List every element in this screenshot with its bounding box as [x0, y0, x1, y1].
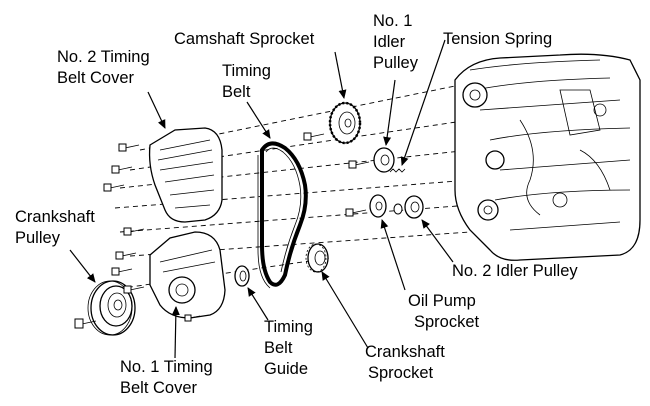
label-no1-belt-cover-line2: Belt Cover: [120, 379, 198, 397]
label-crankshaft-pulley-line1: Crankshaft: [15, 208, 95, 226]
bolts: [74, 132, 370, 329]
no2-idler-pulley: [393, 195, 424, 219]
label-crankshaft-sprocket-line2: Sprocket: [368, 364, 434, 382]
no2-timing-belt-cover: [148, 127, 223, 223]
crankshaft-sprocket: [305, 243, 329, 273]
label-no2-idler-pulley: No. 2 Idler Pulley: [452, 262, 578, 280]
label-crankshaft-pulley-line2: Pulley: [15, 229, 61, 247]
timing-belt-guide: [234, 265, 250, 287]
label-no1-idler-pulley-line2: Idler: [373, 33, 406, 51]
label-tension-spring: Tension Spring: [443, 30, 552, 48]
camshaft-sprocket: [328, 101, 362, 145]
label-oil-pump-sprocket-line2: Sprocket: [414, 313, 480, 331]
crankshaft-pulley: [87, 280, 136, 336]
label-crankshaft-sprocket-line1: Crankshaft: [365, 343, 445, 361]
engine-block: [454, 53, 641, 261]
tension-spring: [389, 168, 406, 173]
label-camshaft-sprocket: Camshaft Sprocket: [174, 30, 315, 48]
labels: Camshaft Sprocket No. 1 Idler Pulley Ten…: [15, 12, 578, 397]
label-no2-belt-cover-line2: Belt Cover: [57, 69, 135, 87]
oil-pump-sprocket: [369, 194, 387, 218]
label-oil-pump-sprocket-line1: Oil Pump: [408, 292, 476, 310]
label-timing-belt-line2: Belt: [222, 83, 251, 101]
no1-idler-pulley: [373, 147, 395, 173]
label-timing-belt-guide-line3: Guide: [264, 360, 308, 378]
label-no2-belt-cover-line1: No. 2 Timing: [57, 48, 150, 66]
timing-belt: [257, 141, 308, 289]
label-timing-belt-line1: Timing: [222, 62, 271, 80]
label-no1-belt-cover-line1: No. 1 Timing: [120, 358, 213, 376]
label-no1-idler-pulley-line3: Pulley: [373, 54, 419, 72]
label-no1-idler-pulley-line1: No. 1: [373, 12, 412, 30]
label-timing-belt-guide-line1: Timing: [264, 318, 313, 336]
label-timing-belt-guide-line2: Belt: [264, 339, 293, 357]
no1-timing-belt-cover: [149, 231, 226, 319]
leader-arrows: [69, 39, 454, 359]
